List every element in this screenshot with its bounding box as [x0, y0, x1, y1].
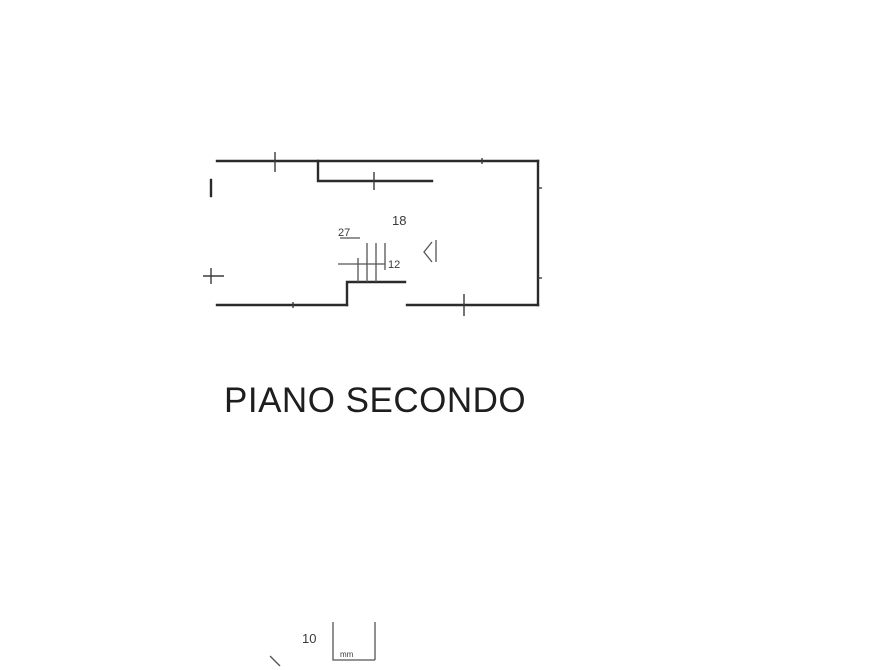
corner-mark	[269, 655, 281, 667]
floor-title: PIANO SECONDO	[224, 381, 526, 420]
sheet-number: 10	[302, 631, 316, 646]
top-ledge-wall	[316, 159, 434, 183]
dimension-ticks	[203, 152, 542, 316]
stair-symbol	[338, 237, 437, 282]
stair-label-top: 27	[338, 227, 350, 239]
sheet-marker: 10 mm	[269, 622, 376, 667]
room-number: 18	[392, 213, 406, 228]
stair-direction-arrow	[423, 241, 433, 263]
stair-label-side: 12	[388, 259, 400, 271]
stair-notch-wall	[345, 280, 407, 307]
scale-box-label: mm	[340, 650, 354, 659]
plan-walls	[209, 159, 540, 307]
scale-box-frame	[332, 622, 375, 661]
